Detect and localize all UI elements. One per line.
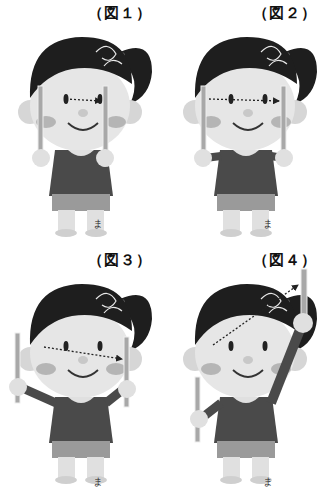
figure-label: （図４） — [253, 251, 317, 270]
panel-1 — [18, 37, 152, 237]
hand — [9, 378, 27, 396]
arm — [271, 327, 301, 403]
figure-label: （図１） — [88, 4, 152, 23]
hand — [118, 380, 136, 398]
signature-mark: ま — [263, 475, 273, 489]
signature-mark: ま — [93, 475, 103, 489]
hand — [194, 149, 212, 167]
stick — [195, 377, 200, 442]
hand — [275, 149, 293, 167]
sight-line — [44, 347, 122, 359]
hand — [293, 313, 313, 333]
panel-4 — [183, 269, 317, 484]
girl-figure — [18, 37, 152, 237]
hand — [32, 149, 50, 167]
sight-line — [209, 99, 279, 101]
signature-mark: ま — [93, 217, 103, 231]
figure-label: （図３） — [88, 251, 152, 270]
girl-figure — [18, 284, 152, 484]
hand — [96, 149, 114, 167]
girl-figure — [183, 284, 317, 484]
stick — [301, 269, 307, 319]
hand — [190, 410, 208, 428]
girl-figure — [183, 37, 317, 237]
panel-3 — [9, 284, 152, 484]
sight-line — [66, 99, 101, 101]
figure-label: （図２） — [253, 4, 317, 23]
panel-2 — [183, 37, 317, 237]
signature-mark: ま — [263, 217, 273, 231]
sight-line — [213, 285, 298, 345]
